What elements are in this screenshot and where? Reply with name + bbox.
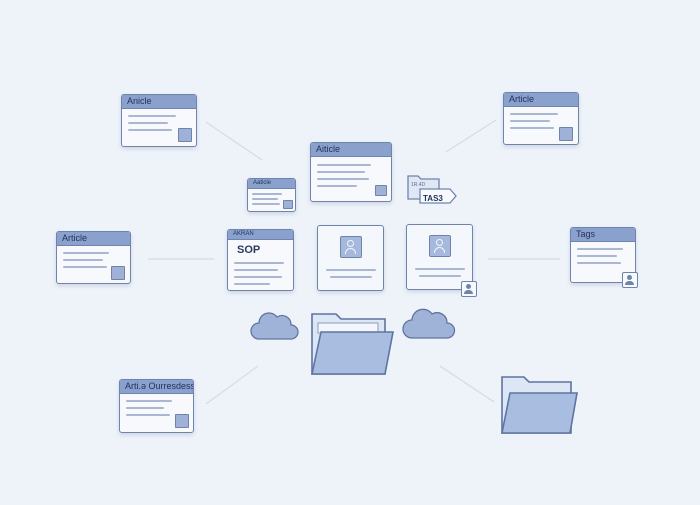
profile-card-right[interactable] [406, 224, 473, 290]
profile-badge-icon [622, 272, 638, 288]
profile-icon [340, 236, 362, 258]
text-line [415, 268, 465, 270]
text-line [128, 115, 176, 117]
profile-card-center[interactable] [317, 225, 384, 291]
connector-line [205, 365, 259, 405]
tags-card[interactable]: Tags [570, 227, 636, 283]
card-title: AKRAN [228, 230, 293, 240]
thumbnail-icon [375, 185, 387, 196]
text-line [126, 407, 164, 409]
thumbnail-icon [559, 127, 573, 141]
profile-badge-icon [461, 281, 477, 297]
text-line [234, 276, 282, 278]
article-card-small[interactable]: Aaticle [247, 178, 296, 212]
card-title: Arti.ə Ourresdesses [120, 380, 193, 394]
text-line [252, 203, 280, 205]
tag-small-text: 1R.4D [411, 182, 426, 188]
cloud-icon [402, 308, 456, 339]
card-title: Aaticle [248, 179, 295, 189]
card-title: Aiticle [311, 143, 391, 157]
thumbnail-icon [175, 414, 189, 428]
tag-label: TAS3 [423, 194, 443, 203]
text-line [577, 248, 623, 250]
thumbnail-icon [178, 128, 192, 142]
text-line [126, 400, 172, 402]
text-line [252, 198, 278, 200]
card-title: Article [57, 232, 130, 246]
article-card-top-left[interactable]: Anicle [121, 94, 197, 147]
folder-icon[interactable] [499, 373, 579, 435]
article-card-left[interactable]: Article [56, 231, 131, 284]
tag-icon [407, 175, 457, 204]
text-line [330, 276, 372, 278]
text-line [510, 127, 554, 129]
text-line [234, 269, 278, 271]
text-line [577, 262, 621, 264]
thumbnail-icon [283, 200, 293, 209]
text-line [234, 262, 284, 264]
text-line [128, 129, 172, 131]
card-title: Anicle [122, 95, 196, 109]
card-title: Tags [571, 228, 635, 242]
text-line [63, 252, 109, 254]
text-line [63, 266, 107, 268]
text-line [252, 193, 282, 195]
text-line [234, 283, 270, 285]
profile-icon [429, 235, 451, 257]
text-line [577, 255, 617, 257]
text-line [326, 269, 376, 271]
sop-label: SOP [237, 244, 261, 256]
article-card-center-top[interactable]: Aiticle [310, 142, 392, 202]
text-line [126, 414, 170, 416]
text-line [317, 178, 369, 180]
text-line [317, 164, 371, 166]
text-line [510, 120, 550, 122]
text-line [63, 259, 103, 261]
text-line [510, 113, 558, 115]
thumbnail-icon [111, 266, 125, 280]
connector-line [445, 119, 497, 153]
article-card-top-right[interactable]: Article [503, 92, 579, 145]
connector-line [439, 365, 495, 403]
sop-card[interactable]: AKRAN SOP [227, 229, 294, 291]
text-line [419, 275, 461, 277]
cloud-icon [250, 312, 299, 340]
connector-line [205, 121, 263, 161]
text-line [128, 122, 168, 124]
text-line [317, 185, 357, 187]
folder-icon[interactable] [309, 310, 395, 376]
card-title: Article [504, 93, 578, 107]
article-card-bottom-left[interactable]: Arti.ə Ourresdesses [119, 379, 194, 433]
text-line [317, 171, 365, 173]
